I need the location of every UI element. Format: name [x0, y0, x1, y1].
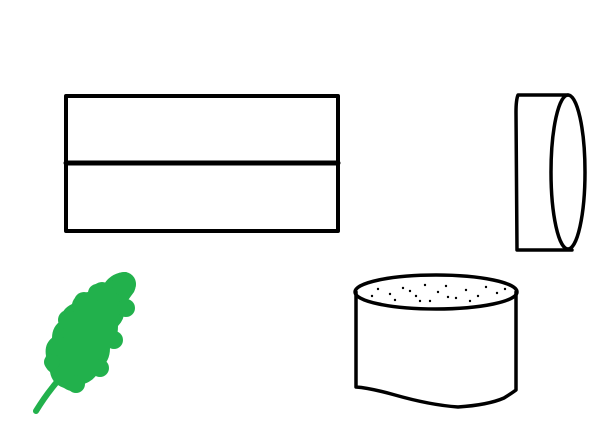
cylinder-upright-body — [354, 290, 518, 409]
leaf-lobe — [48, 336, 68, 356]
leaf-lobe — [44, 354, 60, 370]
leaf-lobe — [105, 331, 123, 349]
rectangle-shape — [63, 94, 341, 233]
leaf-lobe — [91, 359, 109, 377]
leaf-lobe — [74, 292, 94, 312]
cylinder-upright-dots — [370, 283, 507, 303]
leaf-lobe — [92, 282, 112, 302]
cylinder-sideways-body — [514, 93, 574, 252]
leaf-lobe — [58, 310, 78, 330]
leaf-lobe — [67, 375, 85, 393]
leaf-lobe — [117, 299, 135, 317]
leaf-sprig-shape — [33, 272, 136, 414]
leaf-lobe — [112, 272, 136, 296]
cylinder-sideways-face — [549, 93, 587, 251]
cylinder-upright-top — [353, 273, 519, 311]
leaf-body — [44, 272, 136, 392]
cylinder-upright-shape — [353, 273, 519, 409]
cylinder-sideways-shape — [514, 93, 587, 252]
